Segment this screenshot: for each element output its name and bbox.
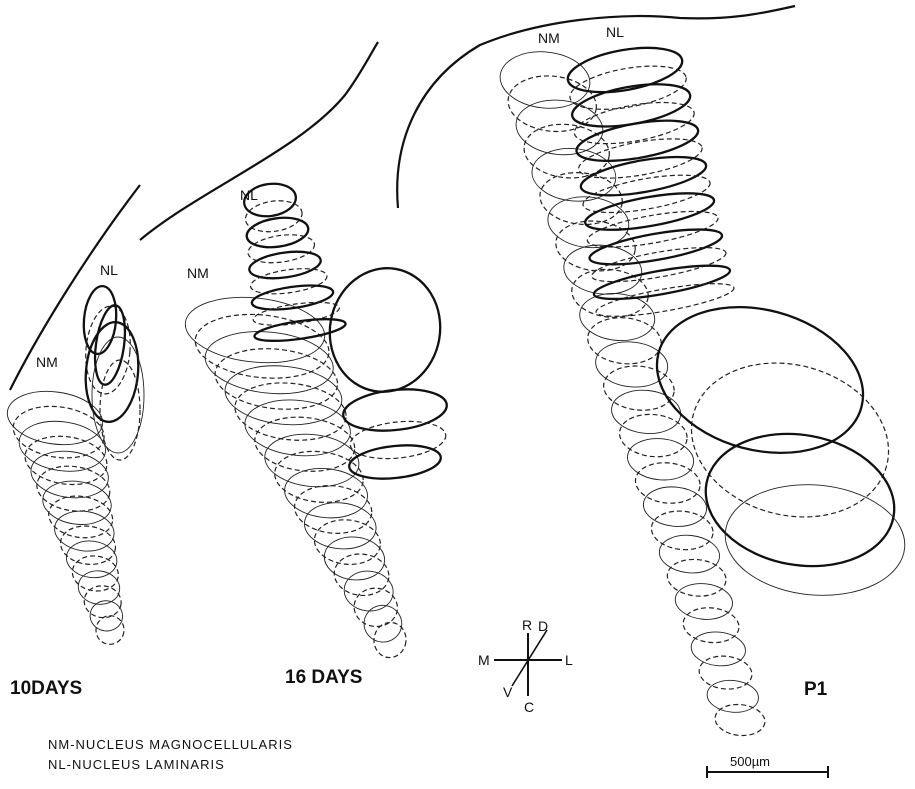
compass-lateral: L xyxy=(565,652,573,668)
orientation-compass: R C M L D V xyxy=(478,617,573,715)
section-16days-nl-5 xyxy=(248,248,323,283)
legend-nm: NM-NUCLEUS MAGNOCELLULARIS xyxy=(48,737,293,752)
section-16days-nm-15 xyxy=(322,534,387,583)
section-p1-nm-26 xyxy=(698,654,754,692)
section-16days-nl-12 xyxy=(348,417,447,463)
section-16days-nl-9 xyxy=(253,315,347,345)
compass-ventral: V xyxy=(503,684,513,700)
section-p1-nl-1 xyxy=(564,40,685,100)
compass-dorsal: D xyxy=(538,618,548,634)
section-16days-nl-7 xyxy=(250,281,334,313)
legend-nl: NL-NUCLEUS LAMINARIS xyxy=(48,757,225,772)
section-p1-nm-24 xyxy=(681,605,740,645)
stage-label-10days: 10DAYS xyxy=(10,678,82,699)
section-10days-nl-3 xyxy=(82,320,143,424)
section-10days-nl-4 xyxy=(92,337,144,453)
section-stack-p1-nl xyxy=(564,40,909,602)
section-10days-nm-7 xyxy=(40,477,114,529)
scale-bar: 500µm xyxy=(707,754,828,778)
section-p1-nm-18 xyxy=(633,460,702,507)
section-16days-nm-7 xyxy=(242,395,353,461)
label-nm-10days: NM xyxy=(36,354,58,370)
section-16days-nl-6 xyxy=(249,265,328,298)
section-stack-16days-nm xyxy=(182,291,408,659)
stage-label-p1: P1 xyxy=(804,679,828,700)
section-stack-10days-nm xyxy=(4,386,126,647)
section-p1-nm-14 xyxy=(601,363,676,414)
section-10days-nl-6 xyxy=(100,360,140,460)
label-nl-p1: NL xyxy=(606,24,624,40)
scale-bar-label: 500µm xyxy=(730,754,770,769)
section-10days-nm-8 xyxy=(46,492,115,542)
section-16days-nl-11 xyxy=(341,385,449,436)
section-p1-nl-13 xyxy=(592,259,732,306)
section-p1-nm-28 xyxy=(714,702,767,738)
section-16days-nm-12 xyxy=(292,482,374,537)
section-p1-nm-25 xyxy=(690,629,748,668)
section-10days-nm-16 xyxy=(94,614,126,646)
section-p1-nm-23 xyxy=(673,581,734,622)
label-nm-16days: NM xyxy=(187,265,209,281)
section-stack-p1-nm xyxy=(497,47,766,737)
section-p1-nm-17 xyxy=(625,435,695,483)
stage-label-16days: 16 DAYS xyxy=(285,667,362,688)
section-p1-nm-21 xyxy=(657,532,721,575)
section-10days-nl-1 xyxy=(81,285,119,356)
surface-outline-16days xyxy=(140,42,378,240)
section-p1-nm-1 xyxy=(497,47,592,112)
section-16days-nl-3 xyxy=(245,214,310,251)
section-10days-nm-6 xyxy=(34,462,113,516)
section-stack-10days-nl xyxy=(81,285,144,460)
section-16days-nl-8 xyxy=(252,298,341,329)
section-p1-nm-27 xyxy=(706,678,761,715)
compass-dv-axis xyxy=(512,630,547,686)
section-p1-nm-22 xyxy=(665,557,727,599)
compass-medial: M xyxy=(478,652,490,668)
compass-caudal: C xyxy=(524,699,534,715)
section-p1-nm-13 xyxy=(593,338,670,390)
label-nl-10days: NL xyxy=(100,262,118,278)
compass-rostral: R xyxy=(522,617,532,633)
label-nm-p1: NM xyxy=(538,30,560,46)
label-nl-16days: NL xyxy=(240,187,258,203)
section-16days-nl-13 xyxy=(348,441,443,482)
section-16days-nm-13 xyxy=(302,499,378,552)
